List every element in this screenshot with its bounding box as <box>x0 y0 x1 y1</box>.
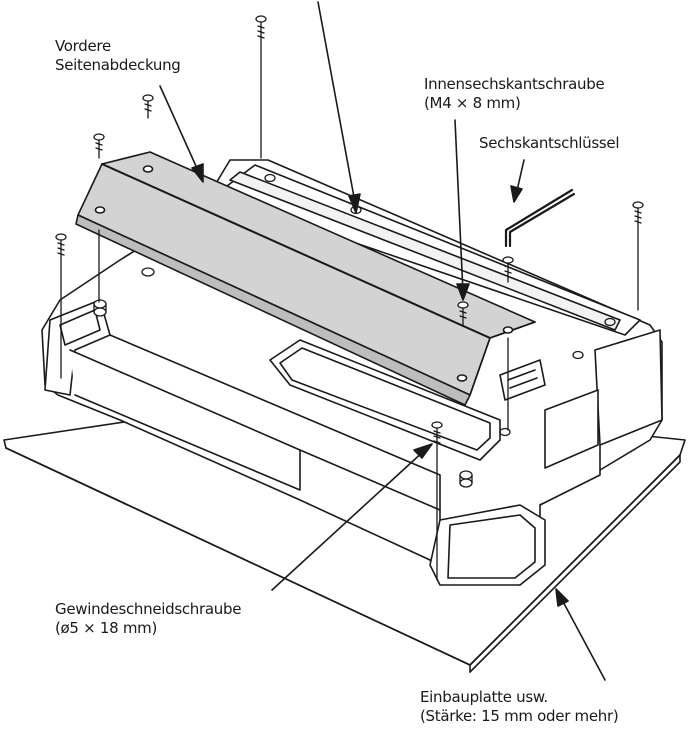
mounting-board-label-line1: Einbauplatte usw. <box>420 688 548 706</box>
front-side-cover-label-line2: Seitenabdeckung <box>55 56 181 74</box>
mounting-board-label-line2: (Stärke: 15 mm oder mehr) <box>420 707 619 725</box>
tapping-screw-label-line2: (ø5 × 18 mm) <box>55 619 158 637</box>
hex-key-label: Sechskantschlüssel <box>479 134 620 153</box>
screw-cover-left <box>93 133 105 303</box>
hex-socket-screw-label-line1: Innensechskantschraube <box>424 75 605 93</box>
screw-top-center <box>255 15 267 159</box>
tapping-screw-label: Gewindeschneidschraube (ø5 × 18 mm) <box>55 600 241 638</box>
front-side-cover <box>75 151 536 406</box>
screw-front-bottom <box>431 421 443 581</box>
screw-cover-left-top <box>142 94 154 119</box>
tapping-screw-label-line1: Gewindeschneidschraube <box>55 600 242 618</box>
screw-hex-right <box>502 256 514 431</box>
screw-far-left <box>55 233 67 379</box>
deck-holes <box>264 173 616 437</box>
hex-key-label-text: Sechskantschlüssel <box>479 134 620 152</box>
hex-key <box>504 188 576 248</box>
screw-cover-right <box>457 301 469 327</box>
standoff-pegs <box>93 267 473 488</box>
front-side-cover-label-line1: Vordere <box>55 37 111 55</box>
hex-socket-screw-label: Innensechskantschraube (M4 × 8 mm) <box>424 75 605 113</box>
hex-socket-screw-label-line2: (M4 × 8 mm) <box>424 94 521 112</box>
mounting-board-label: Einbauplatte usw. (Stärke: 15 mm oder me… <box>420 688 619 726</box>
front-side-cover-label: Vordere Seitenabdeckung <box>55 37 181 75</box>
screws <box>55 15 644 581</box>
leader-arrows <box>159 1 606 681</box>
screw-far-right <box>632 201 644 311</box>
